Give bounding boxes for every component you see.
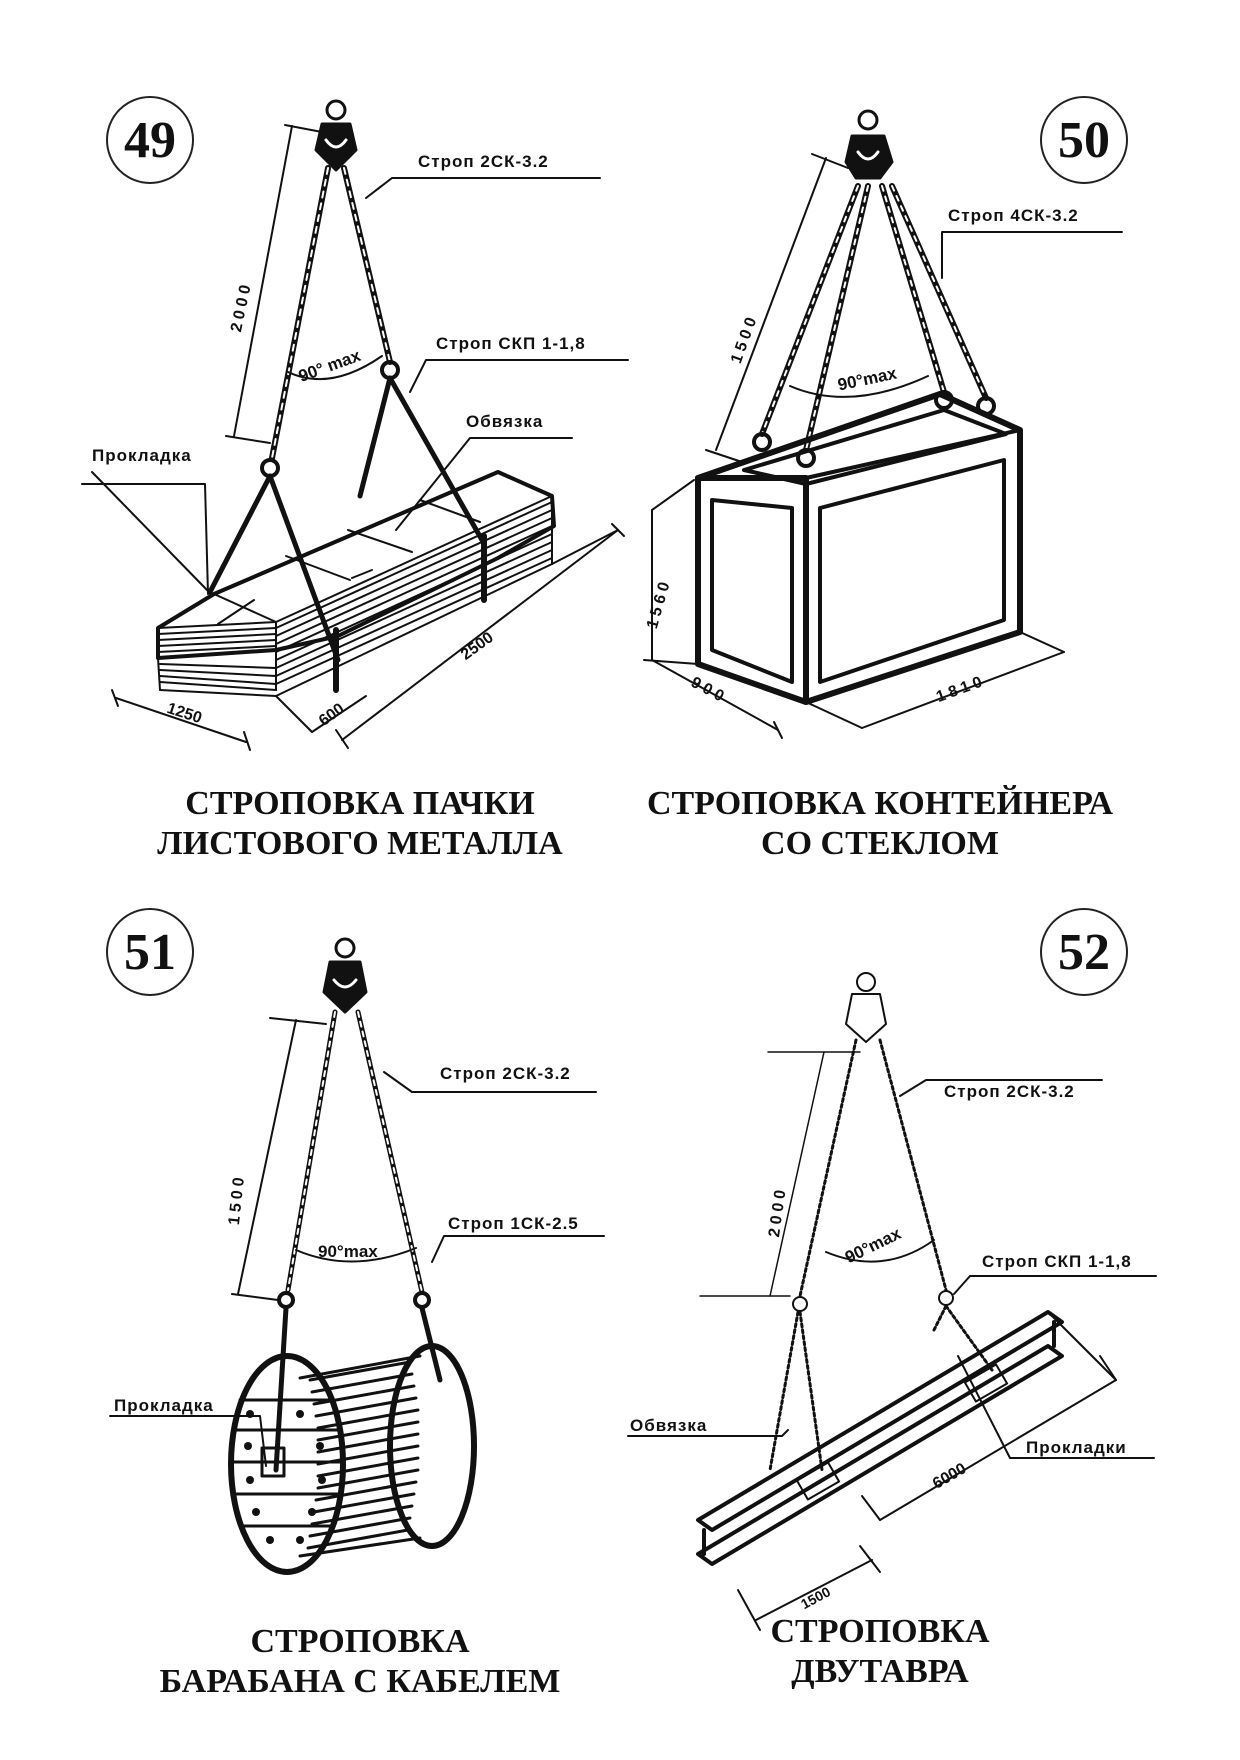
panel-51-title-line2: БАРАБАНА С КАБЕЛЕМ	[159, 1663, 561, 1700]
binding-label: Обвязка	[630, 1416, 708, 1435]
sheet-bundle-drawing	[81, 99, 629, 751]
i-beam-drawing	[627, 972, 1157, 1631]
panel-52-title: СТРОПОВКА ДВУТАВРА	[640, 1612, 1120, 1692]
sling-label-skp: Строп СКП 1-1,8	[436, 334, 586, 353]
hook-icon	[314, 99, 358, 172]
hook-icon	[845, 972, 887, 1043]
angle-90-max: 90°max	[318, 1242, 378, 1261]
panel-49-title: СТРОПОВКА ПАЧКИ ЛИСТОВОГО МЕТАЛЛА	[120, 784, 600, 864]
panel-49-title-line1: СТРОПОВКА ПАЧКИ	[185, 785, 535, 822]
sling-label-1sk: Строп 1СК-2.5	[448, 1214, 579, 1233]
panel-49-title-line2: ЛИСТОВОГО МЕТАЛЛА	[157, 825, 563, 862]
panel-50-title: СТРОПОВКА КОНТЕЙНЕРА СО СТЕКЛОМ	[640, 784, 1120, 864]
sling-label-2sk: Строп 2СК-3.2	[944, 1082, 1075, 1101]
panel-52-title-line1: СТРОПОВКА	[770, 1613, 990, 1650]
binding-label: Обвязка	[466, 412, 544, 431]
cable-drum-drawing	[109, 937, 605, 1575]
figure-number-49: 49	[106, 96, 194, 184]
sling-label-4sk: Строп 4СК-3.2	[948, 206, 1079, 225]
panel-52-title-line2: ДВУТАВРА	[791, 1653, 969, 1690]
spacer-label: Прокладка	[114, 1396, 214, 1415]
sling-label-2sk: Строп 2СК-3.2	[418, 152, 549, 171]
figure-number-51: 51	[106, 908, 194, 996]
hook-icon	[844, 109, 894, 180]
figure-number-50: 50	[1040, 96, 1128, 184]
sling-label-2sk: Строп 2СК-3.2	[440, 1064, 571, 1083]
container-drawing	[643, 109, 1123, 739]
hook-icon	[322, 937, 368, 1014]
panel-51-title-line1: СТРОПОВКА	[250, 1623, 470, 1660]
panel-51-title: СТРОПОВКА БАРАБАНА С КАБЕЛЕМ	[120, 1622, 600, 1702]
spacers-label: Прокладки	[1026, 1438, 1127, 1457]
figure-number-52: 52	[1040, 908, 1128, 996]
spacer-label: Прокладка	[92, 446, 192, 465]
panel-50-title-line2: СО СТЕКЛОМ	[761, 825, 999, 862]
sling-label-skp: Строп СКП 1-1,8	[982, 1252, 1132, 1271]
panel-50-title-line1: СТРОПОВКА КОНТЕЙНЕРА	[646, 785, 1114, 822]
